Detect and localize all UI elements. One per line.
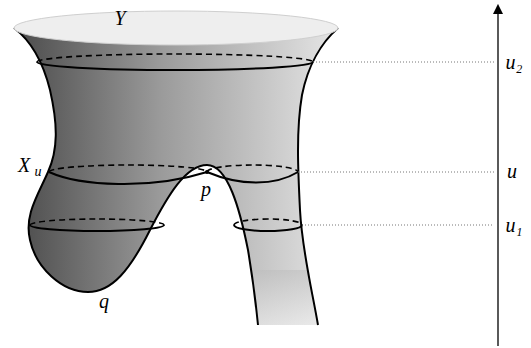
- saddle-label: p: [201, 179, 211, 199]
- guide-line: [302, 225, 494, 226]
- level-set-back: [234, 219, 302, 225]
- guide-line: [313, 62, 494, 63]
- level-set-name: X: [18, 155, 30, 175]
- guide-line: [298, 172, 494, 173]
- top-rim: [14, 11, 338, 45]
- level-set-back: [49, 165, 298, 172]
- level-set-front: [234, 225, 302, 231]
- level-set-back: [37, 54, 313, 62]
- level-set-front: [30, 225, 164, 231]
- tube-shade: [252, 270, 318, 325]
- level-set-front: [37, 62, 313, 70]
- level-value: u₁: [506, 215, 523, 235]
- height-axis: [497, 6, 498, 346]
- level-set-subscript: u: [35, 165, 42, 179]
- surface-name: Y: [114, 8, 125, 28]
- level-set-front: [49, 172, 298, 184]
- level-set-back: [30, 219, 164, 225]
- surface-outline-right: [298, 28, 338, 325]
- level-value: u₂: [506, 52, 523, 72]
- level-value: u: [507, 161, 517, 181]
- surface-body: [14, 28, 338, 325]
- minimum-label: q: [99, 291, 109, 311]
- saddle-point: [205, 170, 209, 174]
